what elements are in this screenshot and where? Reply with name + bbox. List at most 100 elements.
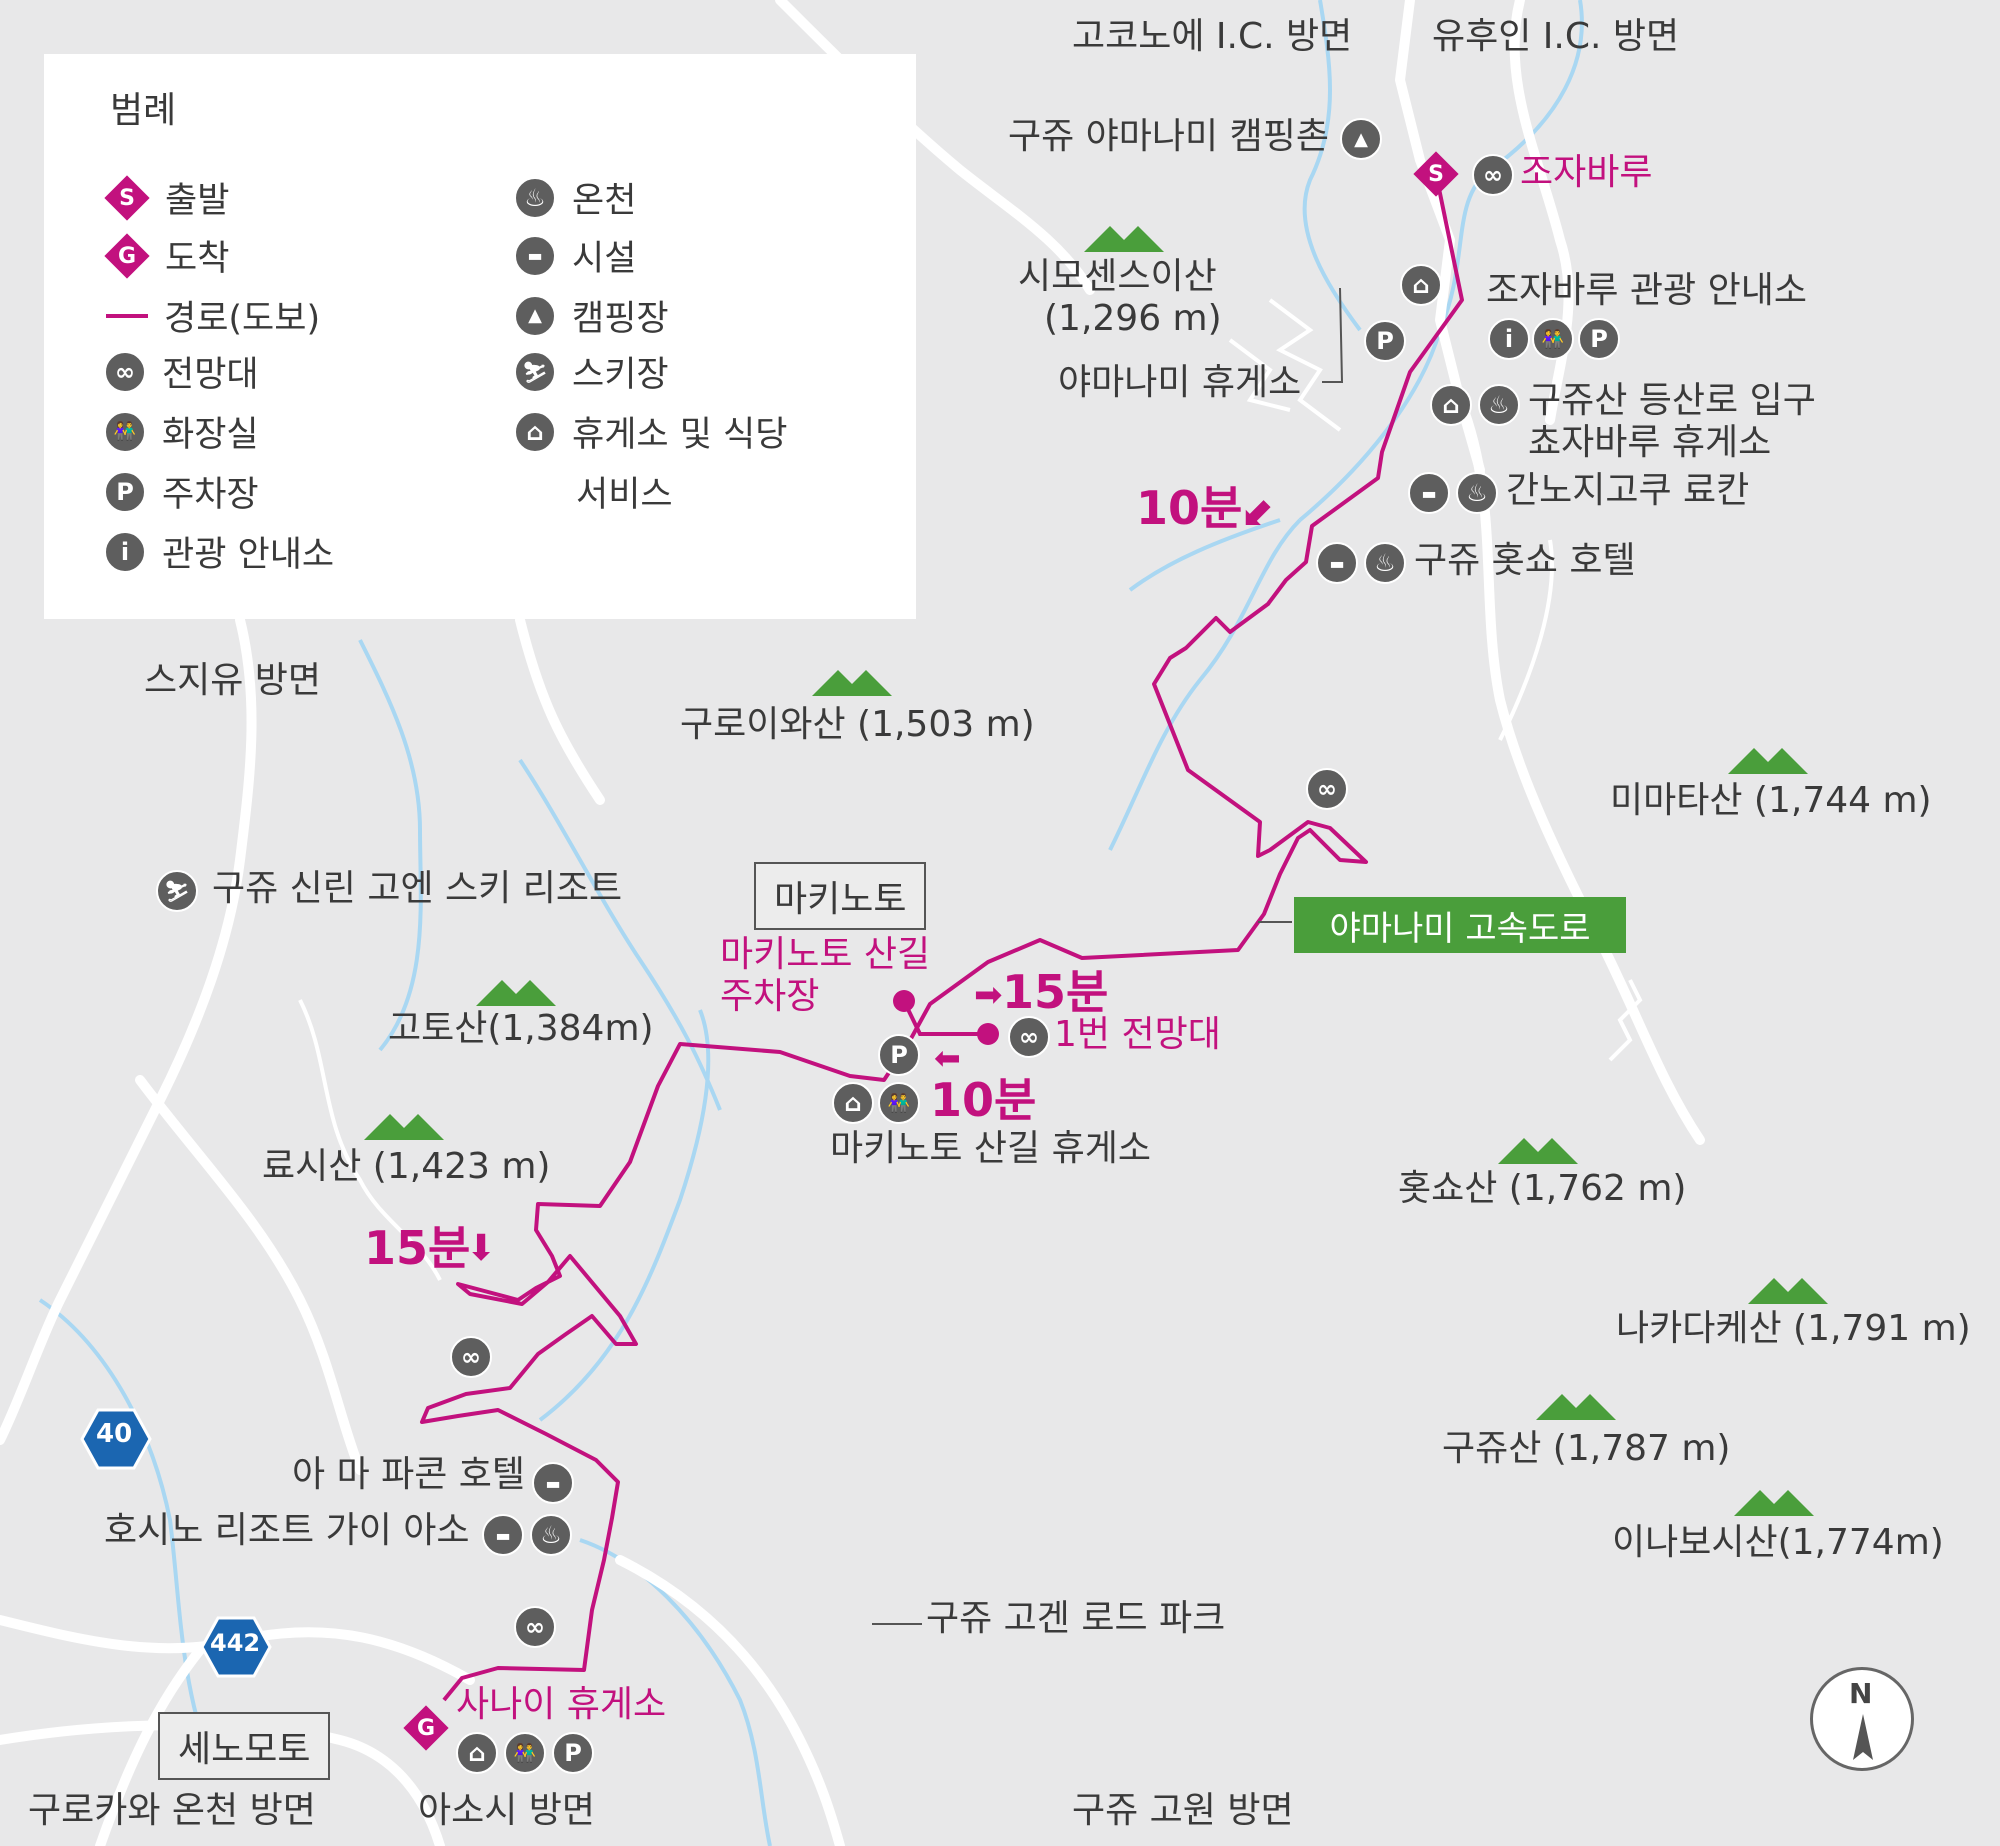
unused	[1046, 174, 1464, 704]
info-icon: i	[1488, 318, 1530, 360]
route-442-label: 442	[210, 1629, 261, 1657]
road	[1498, 539, 1554, 741]
legend-item-info: i 관광 안내소	[104, 526, 334, 577]
road	[615, 1555, 845, 1846]
mimata-label: 미마타산 (1,744 m)	[1610, 780, 1932, 821]
tent-icon: ▲	[1340, 118, 1382, 160]
unused	[1056, 174, 1464, 708]
toilet-icon: 👫	[1532, 318, 1574, 360]
sujiyu-label: 스지유 방면	[144, 660, 322, 701]
mountain-icon	[364, 1114, 444, 1140]
river	[358, 639, 423, 1052]
time-label: 10분	[930, 1073, 1037, 1127]
lodging-icon: ▬	[514, 234, 556, 277]
makinoto-place-box: 마키노토	[754, 862, 927, 930]
road	[515, 615, 605, 805]
mountain-icon	[812, 670, 892, 696]
legend-item-service: 서비스	[576, 475, 673, 515]
legend-item-toilet: 👫 화장실	[104, 406, 259, 457]
lodging-icon: ▬	[1408, 472, 1450, 514]
legend-panel: 범례 S 출발 G 도착 경로(도보) ∞ 전망대 👫 화장실 P 주차장 i …	[44, 54, 916, 619]
legend-item-rest-house: ⌂ 휴게소 및 식당	[514, 406, 787, 457]
north-label: N	[1849, 1677, 1873, 1710]
river	[1128, 518, 1281, 592]
start-marker-icon: S	[1413, 151, 1459, 197]
lodging-icon: ▬	[1316, 542, 1358, 584]
hossho-hotel-label: 구쥬 홋쇼 호텔	[1414, 540, 1636, 581]
parking-icon: P	[878, 1034, 920, 1076]
route-40-shield	[80, 1408, 152, 1470]
minor-roads	[298, 298, 1643, 1281]
binoculars-icon: ∞	[1306, 768, 1348, 810]
mountain-icon	[1734, 1490, 1814, 1516]
yufuin-ic-label: 유후인 I.C. 방면	[1432, 16, 1680, 57]
hot-spring-icon: ♨	[1478, 384, 1520, 426]
leader-line	[1322, 287, 1344, 383]
goal-marker-icon: G	[104, 232, 150, 279]
river	[38, 1298, 212, 1761]
ryoshi-label: 료시산 (1,423 m)	[262, 1146, 551, 1187]
north-arrow: N	[1810, 1667, 1914, 1771]
route-40-label: 40	[96, 1419, 133, 1449]
rivers	[38, 0, 1584, 1846]
mountain-icon	[476, 980, 556, 1006]
road	[1228, 338, 1291, 412]
yamanami-highway-label: 야마나미 고속도로	[1294, 897, 1626, 953]
parking-label-line2: 주차장	[720, 976, 820, 1017]
route-442-shield	[200, 1616, 272, 1678]
shimosense-elevation: (1,296 m)	[1044, 298, 1222, 339]
river	[538, 1009, 711, 1422]
time-label: 15분	[364, 1221, 471, 1275]
shimosense-label: 시모센스이산	[1018, 256, 1217, 297]
legend-item-ski: ⛷ 스키장	[514, 346, 669, 397]
sanai-rest-label: 사나이 휴게소	[456, 1684, 667, 1725]
binoculars-icon: ∞	[450, 1336, 492, 1378]
observatory-1-label: 1번 전망대	[1054, 1014, 1221, 1055]
aso-label: 아소시 방면	[418, 1790, 596, 1831]
toilet-icon: 👫	[878, 1082, 920, 1124]
road	[135, 1075, 365, 1475]
chojabaru-info-label: 조자바루 관광 안내소	[1486, 270, 1807, 311]
unused	[1054, 174, 1462, 710]
mountain-icon	[1536, 1394, 1616, 1420]
kuroiwa-label: 구로이와산 (1,503 m)	[680, 704, 1035, 745]
mountain-icon	[1748, 1278, 1828, 1304]
goal-marker-icon: G	[403, 1705, 449, 1751]
kuju-trail-label: 구쥬산 등산로 입구	[1528, 380, 1816, 421]
rest-house-icon: ⌂	[832, 1082, 874, 1124]
skier-icon: ⛷	[514, 350, 556, 393]
river	[1108, 518, 1302, 851]
road	[1608, 979, 1643, 1062]
toilet-icon: 👫	[104, 410, 146, 453]
gogen-road-park-label: 구쥬 고겐 로드 파크	[926, 1598, 1226, 1639]
arrow-right-icon: ➡	[974, 975, 1003, 1015]
legend-item-observatory: ∞ 전망대	[104, 346, 259, 397]
roads	[0, 0, 1705, 1846]
legend-item-route: 경로(도보)	[106, 290, 320, 341]
chojabaru-rest-label: 쵸자바루 휴게소	[1528, 422, 1772, 463]
start-marker-icon: S	[104, 174, 150, 221]
amapakon-hotel-label: 아 마 파콘 호텔	[292, 1454, 526, 1495]
route-line-icon	[106, 313, 148, 318]
parking-route-node	[893, 990, 915, 1012]
parking-icon: P	[104, 470, 146, 513]
hot-spring-icon: ♨	[1364, 542, 1406, 584]
observatory-spur	[902, 1000, 988, 1036]
binoculars-icon: ∞	[104, 350, 146, 393]
binoculars-icon: ∞	[1008, 1016, 1050, 1058]
hot-spring-icon: ♨	[514, 176, 556, 219]
road	[775, 0, 1095, 295]
road	[95, 1645, 205, 1846]
inaboshi-label: 이나보시산(1,774m)	[1612, 1522, 1944, 1563]
legend-title: 범례	[110, 90, 177, 131]
nakadake-label: 나카다케산 (1,791 m)	[1616, 1308, 1971, 1349]
toilet-icon: 👫	[504, 1732, 546, 1774]
road	[1455, 395, 1705, 1145]
skier-icon: ⛷	[156, 870, 198, 912]
road	[1509, 0, 1574, 425]
river	[1302, 0, 1362, 332]
road	[1268, 298, 1342, 432]
legend-item-goal: G 도착	[104, 230, 229, 281]
